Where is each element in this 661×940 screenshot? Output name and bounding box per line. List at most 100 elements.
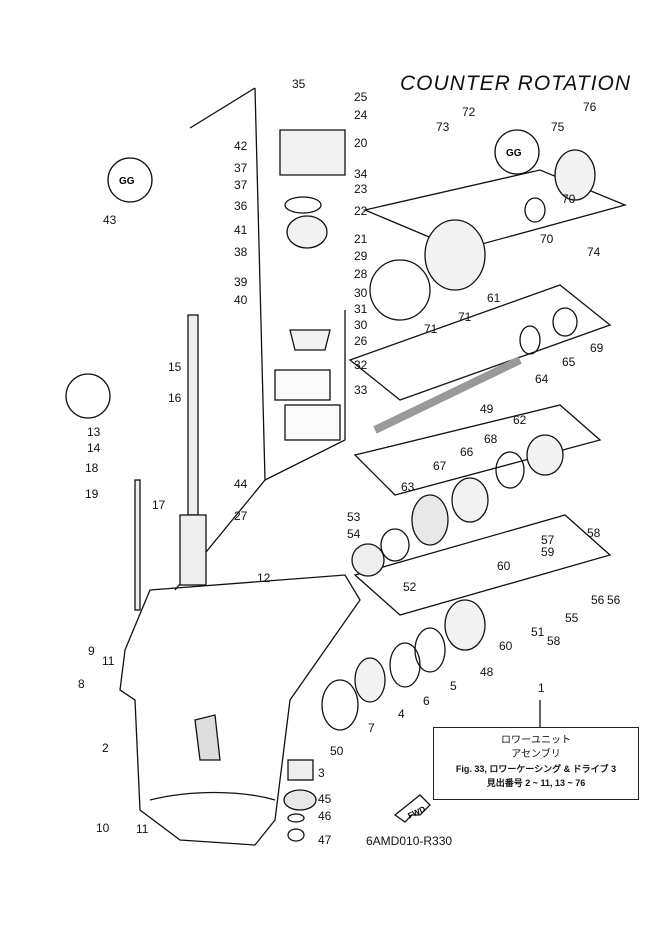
drawing-code: 6AMD010-R330 [366, 834, 453, 848]
callout-31: 31 [354, 302, 368, 316]
pinion-gear-48 [444, 599, 486, 651]
callout-36: 36 [234, 199, 248, 213]
tool-badge-label-2: GG [506, 148, 522, 159]
callout-64: 64 [535, 372, 549, 386]
bearing-5 [414, 627, 446, 673]
callout-26: 26 [354, 334, 368, 348]
assembly-line-4: 見出番号 2 ~ 11, 13 ~ 76 [486, 778, 586, 788]
tool-badge-1 [107, 157, 153, 203]
shift-group-bracket [353, 514, 612, 616]
water-pump-bracket [264, 310, 346, 481]
callout-40: 40 [234, 293, 248, 307]
callout-75: 75 [551, 120, 565, 134]
o-ring-71 [369, 259, 431, 321]
callout-43: 43 [103, 213, 117, 227]
callout-15: 15 [168, 360, 182, 374]
pump-insert-cartridge [286, 215, 328, 249]
callout-42: 42 [234, 139, 248, 153]
callout-59: 59 [541, 545, 555, 559]
bearing-69 [552, 307, 578, 337]
assembly-info-box: ロワーユニット アセンブリ Fig. 33, ロワーケーシング & ドライブ 3… [433, 727, 639, 800]
pump-gasket [284, 196, 322, 214]
propeller-shaft-bracket [348, 284, 612, 401]
housing-cap [554, 149, 596, 201]
fwd-arrow [393, 794, 431, 823]
callout-1: 1 [538, 681, 545, 695]
callout-21: 21 [354, 232, 368, 246]
callout-20: 20 [354, 136, 368, 150]
callout-27: 27 [234, 509, 248, 523]
callout-72: 72 [462, 105, 476, 119]
o-ring-7 [321, 679, 359, 731]
callout-70: 70 [540, 232, 554, 246]
driveshaft-lower [179, 514, 207, 586]
callout-51: 51 [531, 625, 545, 639]
callout-54: 54 [347, 527, 361, 541]
callout-3: 3 [318, 766, 325, 780]
callout-38: 38 [234, 245, 248, 259]
tool-badge-3 [494, 129, 540, 175]
callout-66: 66 [460, 445, 474, 459]
callout-5: 5 [450, 679, 457, 693]
propeller-shaft-housing [424, 219, 486, 291]
tool-badge-label-1: GG [119, 176, 135, 187]
callout-60: 60 [497, 559, 511, 573]
callout-71: 71 [424, 322, 438, 336]
callout-56: 56 [607, 593, 621, 607]
callout-19: 19 [85, 487, 99, 501]
callout-67: 67 [433, 459, 447, 473]
callout-61: 61 [487, 291, 501, 305]
pinion-45 [283, 789, 317, 811]
callout-71: 71 [458, 310, 472, 324]
callout-37: 37 [234, 161, 248, 175]
callout-11: 11 [136, 822, 149, 836]
callout-76: 76 [583, 100, 597, 114]
callout-46: 46 [318, 809, 332, 823]
dog-clutch-53 [351, 543, 385, 577]
shim-6 [389, 642, 421, 688]
callout-41: 41 [234, 223, 248, 237]
callout-8: 8 [78, 677, 85, 691]
callout-55: 55 [565, 611, 579, 625]
callout-57: 57 [541, 533, 555, 547]
shift-rod [134, 479, 141, 611]
callout-9: 9 [88, 644, 95, 658]
casing-skeg-line [149, 791, 276, 801]
water-pump-housing [279, 129, 346, 176]
assembly-line-1: ロワーユニット [501, 735, 571, 746]
bearing-housing-4 [354, 657, 386, 703]
callout-25: 25 [354, 90, 368, 104]
callout-16: 16 [168, 391, 182, 405]
callout-6: 6 [423, 694, 430, 708]
lower-casing [119, 574, 361, 846]
outer-plate-cartridge [274, 369, 331, 401]
spring-54 [380, 528, 410, 562]
callout-29: 29 [354, 249, 368, 263]
callout-13: 13 [87, 425, 101, 439]
callout-69: 69 [590, 341, 604, 355]
tool-badge-2 [65, 373, 111, 419]
callout-73: 73 [436, 120, 450, 134]
callout-24: 24 [354, 108, 368, 122]
callout-23: 23 [354, 182, 368, 196]
oil-seal-70 [524, 197, 546, 223]
callout-39: 39 [234, 275, 248, 289]
callout-2: 2 [102, 741, 109, 755]
propeller-shaft [373, 356, 522, 434]
thrust-washer-64 [519, 325, 541, 355]
callout-labels: 1234567891011111213141516171819202122232… [78, 77, 621, 847]
callout-30: 30 [354, 318, 368, 332]
callout-60: 60 [499, 639, 513, 653]
callout-50: 50 [330, 744, 344, 758]
callout-74: 74 [587, 245, 601, 259]
taper-roller-bearing-62 [526, 434, 564, 476]
callout-68: 68 [484, 432, 498, 446]
callout-32: 32 [354, 358, 368, 372]
callout-30: 30 [354, 286, 368, 300]
forward-gear-67 [451, 477, 489, 523]
callout-11: 11 [102, 654, 115, 668]
callout-53: 53 [347, 510, 361, 524]
callout-37: 37 [234, 178, 248, 192]
callout-65: 65 [562, 355, 576, 369]
